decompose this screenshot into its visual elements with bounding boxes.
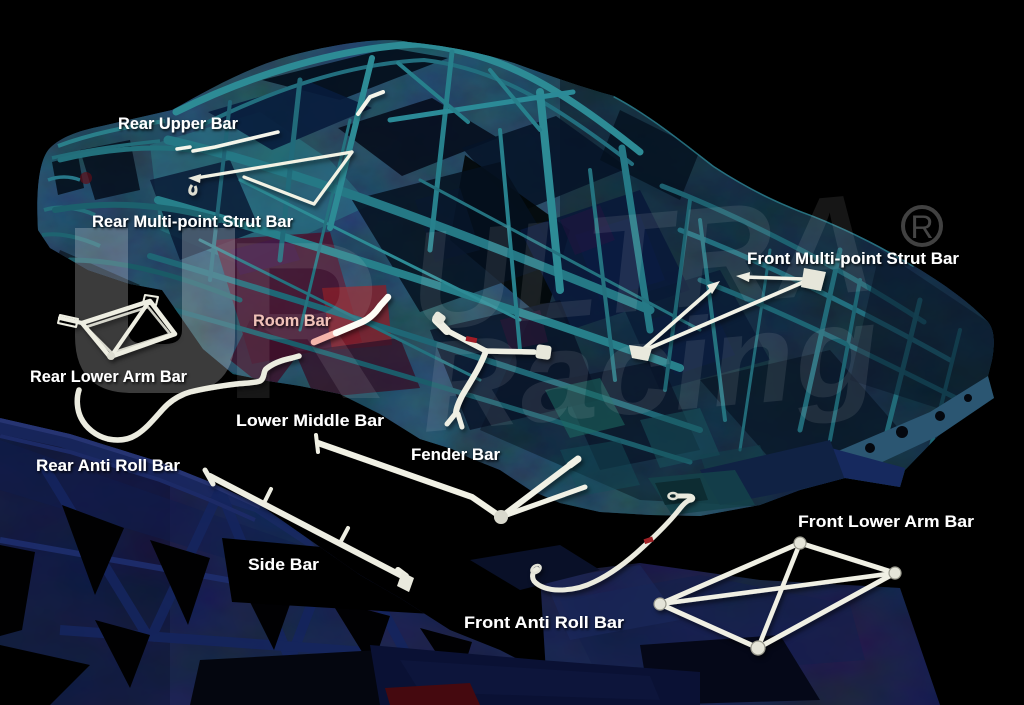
svg-text:Side Bar: Side Bar	[248, 556, 320, 574]
svg-text:Front Multi-point Strut Bar: Front Multi-point Strut Bar	[747, 250, 960, 268]
svg-text:Rear Multi-point Strut Bar: Rear Multi-point Strut Bar	[92, 213, 294, 231]
svg-text:Lower Middle Bar: Lower Middle Bar	[236, 412, 385, 430]
svg-text:Room Bar: Room Bar	[253, 312, 332, 330]
svg-text:Front Lower Arm Bar: Front Lower Arm Bar	[798, 513, 975, 531]
svg-text:R: R	[222, 194, 385, 446]
svg-text:Rear Upper Bar: Rear Upper Bar	[118, 115, 239, 133]
svg-text:R: R	[910, 209, 933, 245]
svg-text:Front Anti Roll Bar: Front Anti Roll Bar	[464, 614, 625, 632]
svg-text:Rear Anti Roll Bar: Rear Anti Roll Bar	[36, 457, 181, 475]
svg-text:Rear Lower Arm Bar: Rear Lower Arm Bar	[30, 368, 188, 386]
svg-text:Fender Bar: Fender Bar	[411, 446, 501, 464]
